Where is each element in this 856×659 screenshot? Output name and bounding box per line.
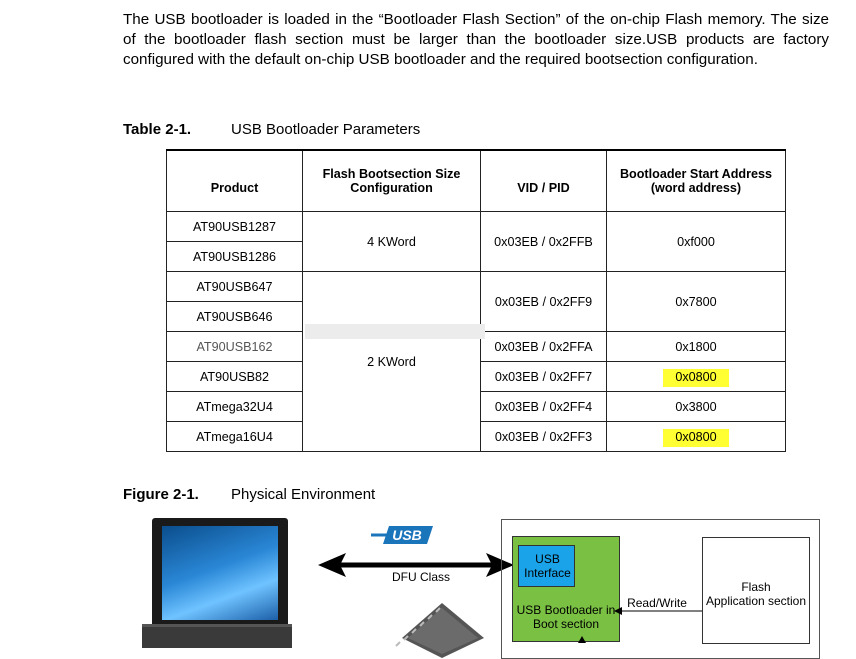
product-cell: ATmega16U4: [166, 421, 303, 452]
vidpid-cell: 0x03EB / 0x2FFA: [480, 331, 607, 362]
product-cell: AT90USB647: [166, 271, 303, 302]
up-arrow-icon: [578, 636, 586, 643]
address-cell: 0x7800: [606, 271, 786, 332]
pc-tower-icon: [142, 624, 292, 648]
address-cell: 0x0800: [606, 361, 786, 392]
vidpid-cell: 0x03EB / 0x2FF7: [480, 361, 607, 392]
highlighted-address: 0x0800: [663, 428, 729, 447]
product-cell: AT90USB1287: [166, 211, 303, 242]
figure-number: Figure 2-1.: [123, 486, 199, 503]
application-section-label: Application section: [705, 594, 807, 608]
vidpid-cell: 0x03EB / 0x2FF9: [480, 271, 607, 332]
pc-monitor-icon: [152, 518, 288, 628]
table-row: AT90USB82 0x03EB / 0x2FF7 0x0800: [166, 361, 786, 392]
header-vidpid: VID / PID: [480, 149, 607, 212]
product-cell: AT90USB162: [166, 331, 303, 362]
dfu-class-label: DFU Class: [391, 570, 450, 584]
monitor-screen: [162, 526, 278, 620]
header-product: Product: [166, 149, 303, 212]
vidpid-cell: 0x03EB / 0x2FF3: [480, 421, 607, 452]
flash-cell: 2 KWord: [302, 271, 481, 452]
address-cell: 0x1800: [606, 331, 786, 362]
flash-cell: 4 KWord: [302, 211, 481, 272]
product-cell: AT90USB1286: [166, 241, 303, 272]
table-row: AT90USB647 2 KWord 0x03EB / 0x2FF9 0x780…: [166, 271, 786, 452]
table-header-row: Product Flash Bootsection Size Configura…: [166, 149, 786, 212]
table-title: USB Bootloader Parameters: [231, 121, 421, 138]
bootloader-label: USB Bootloader in Boot section: [516, 603, 616, 631]
table-row: ATmega16U4 0x03EB / 0x2FF3 0x0800: [166, 421, 786, 452]
usb-interface-box: [518, 545, 575, 587]
usb-interface-label: USB Interface: [524, 552, 571, 580]
header-flash: Flash Bootsection Size Configuration: [302, 149, 481, 212]
bootloader-params-table: Product Flash Bootsection Size Configura…: [166, 149, 786, 452]
header-address: Bootloader Start Address (word address): [606, 149, 786, 212]
product-cell: AT90USB82: [166, 361, 303, 392]
product-cell: ATmega32U4: [166, 391, 303, 422]
table-row: AT90USB646: [166, 301, 786, 332]
vidpid-cell: 0x03EB / 0x2FF4: [480, 391, 607, 422]
usb-logo-icon: USB: [371, 526, 433, 544]
flash-memory-box: [702, 537, 810, 644]
table-caption: Table 2-1. USB Bootloader Parameters: [123, 121, 420, 138]
read-write-label: Read/Write: [627, 596, 687, 610]
table-row: AT90USB1287 4 KWord 0x03EB / 0x2FFB 0xf0…: [166, 211, 786, 272]
usb-logo-text: USB: [392, 527, 422, 543]
flash-label: Flash: [741, 580, 771, 594]
figure-caption: Figure 2-1. Physical Environment: [123, 486, 375, 503]
address-cell: 0x0800: [606, 421, 786, 452]
highlighted-address: 0x0800: [663, 368, 729, 387]
product-cell: AT90USB646: [166, 301, 303, 332]
table-number: Table 2-1.: [123, 121, 192, 138]
table-row: AT90USB1286: [166, 241, 786, 272]
address-cell: 0x3800: [606, 391, 786, 422]
figure-title: Physical Environment: [231, 486, 376, 503]
vidpid-cell: 0x03EB / 0x2FFB: [480, 211, 607, 272]
microcontroller-chip-icon: [395, 603, 484, 658]
intro-paragraph: The USB bootloader is loaded in the “Boo…: [123, 11, 829, 68]
dfu-double-arrow: [318, 553, 514, 577]
address-cell: 0xf000: [606, 211, 786, 272]
table-row: AT90USB162 0x03EB / 0x2FFA 0x1800: [166, 331, 786, 362]
